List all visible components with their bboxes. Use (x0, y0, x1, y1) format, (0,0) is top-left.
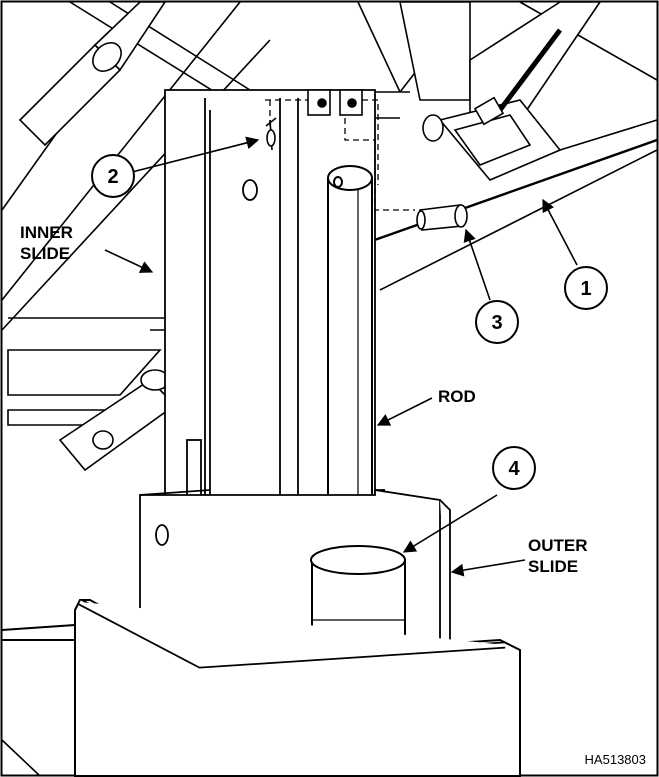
inner-slide (164, 89, 376, 511)
clip-pin (265, 117, 277, 151)
label-outer-slide-line2: SLIDE (528, 557, 578, 576)
label-inner-slide-line2: SLIDE (20, 244, 70, 263)
base-housing (1, 598, 521, 777)
leader-1 (542, 198, 578, 266)
leader-3 (463, 228, 491, 301)
lower-bracket (7, 349, 177, 472)
label-outer-slide-line1: OUTER (528, 536, 588, 555)
callout-1: 1 (564, 266, 608, 310)
label-rod: ROD (438, 387, 476, 406)
gas-strut (18, 1, 167, 147)
callout-1-number: 1 (580, 278, 591, 300)
callout-3-number: 3 (491, 312, 502, 334)
callout-4-number: 4 (508, 458, 520, 480)
callout-2: 2 (91, 154, 135, 198)
leader-outer-slide (450, 559, 526, 577)
callout-4: 4 (492, 446, 536, 490)
figure-reference-code: HA513803 (585, 752, 646, 767)
callout-3: 3 (475, 300, 519, 344)
clevis-pin (416, 204, 468, 231)
leader-4 (402, 494, 498, 553)
leader-inner-slide (104, 249, 154, 273)
label-inner-slide-line1: INNER (20, 223, 73, 242)
leader-arrows (104, 136, 578, 577)
actuator-cylinder (399, 1, 602, 181)
callout-2-number: 2 (107, 166, 118, 188)
leader-rod (376, 397, 433, 426)
leader-2 (131, 136, 260, 173)
top-bracket (307, 89, 363, 116)
